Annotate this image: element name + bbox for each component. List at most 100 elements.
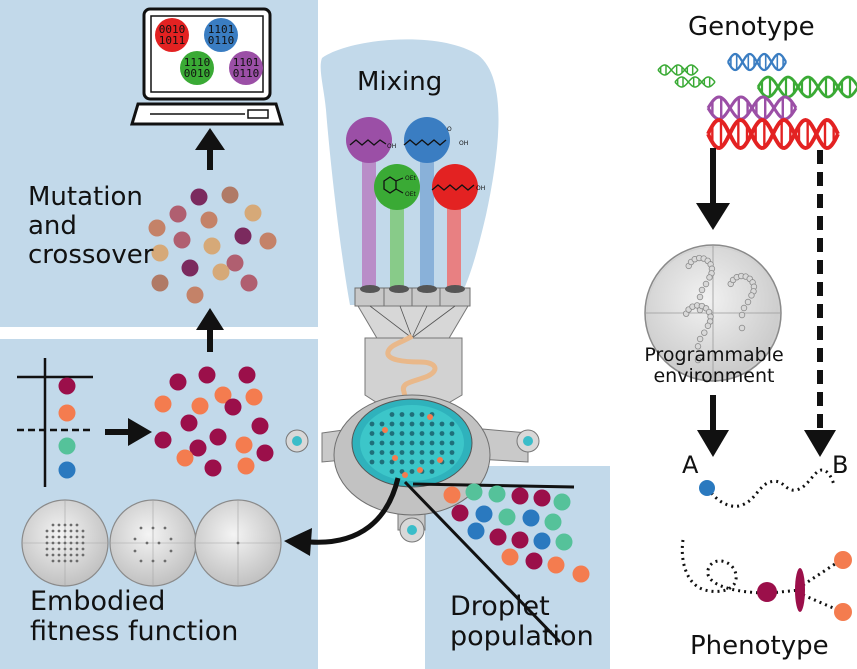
plate-well <box>63 535 67 539</box>
right-arrow-droplets <box>128 418 152 446</box>
dish-well <box>429 459 435 465</box>
plate-well <box>45 529 49 533</box>
plate-well <box>63 523 67 527</box>
dna-strand <box>657 64 699 76</box>
bit-circle-red <box>155 18 189 52</box>
population-droplet <box>533 489 551 507</box>
fitness-title: Embodied fitness function <box>30 586 239 648</box>
molecule-green <box>374 164 420 210</box>
mutated-droplet <box>212 263 230 281</box>
dish-well <box>419 440 425 446</box>
plate-well <box>151 526 155 530</box>
question-dot <box>696 335 704 343</box>
plate-well <box>81 535 85 539</box>
genotype-title: Genotype <box>688 12 815 42</box>
question-dot <box>694 356 702 364</box>
dish-well <box>379 421 385 427</box>
dish-well <box>409 469 415 474</box>
mutated-droplet <box>186 286 204 304</box>
population-droplet <box>555 533 573 551</box>
mol-label-6: OH <box>476 185 485 192</box>
mutated-droplet <box>234 227 252 245</box>
plate-well <box>69 553 73 557</box>
sorted-droplet <box>251 417 269 435</box>
sorted-droplet <box>191 397 209 415</box>
mutated-droplet <box>221 186 239 204</box>
plate-well <box>75 559 79 563</box>
chain-purple <box>349 139 387 146</box>
question-dot <box>738 311 746 319</box>
label-b: B <box>832 451 849 479</box>
ranked-droplet <box>58 437 76 455</box>
robot-device <box>285 285 540 543</box>
plate-well <box>163 526 167 530</box>
label-a: A <box>682 451 699 479</box>
chain-blue <box>403 139 447 146</box>
dish-well <box>369 459 375 465</box>
plate-well <box>133 537 137 541</box>
question-dot <box>694 343 702 350</box>
population-droplet <box>488 485 506 503</box>
question-dot <box>740 304 748 312</box>
plate-well <box>51 559 55 563</box>
population-droplet <box>544 513 562 531</box>
fitness-plates <box>21 499 282 587</box>
mol-label-4: OEt <box>405 175 417 182</box>
mol-label-2: O <box>447 126 452 133</box>
dish-well <box>379 450 385 455</box>
sorted-droplet <box>154 395 172 413</box>
plate-well <box>57 529 61 533</box>
phenotype-title: Phenotype <box>690 631 829 661</box>
dish-well <box>389 440 395 446</box>
mutated-droplet <box>259 232 277 250</box>
plate-well <box>75 547 79 551</box>
sorted-droplet <box>237 457 255 475</box>
plate-well <box>169 537 173 541</box>
plate-well <box>75 553 79 557</box>
mutated-droplet <box>169 205 187 223</box>
sorted-droplet <box>224 398 242 416</box>
sorted-droplet <box>256 444 274 462</box>
plate-well <box>69 547 73 551</box>
plate-well <box>57 547 61 551</box>
dish-well <box>389 412 395 417</box>
plate-well <box>57 523 61 527</box>
plate-well <box>63 547 67 551</box>
dish-droplet <box>437 457 443 463</box>
dish-well <box>449 440 455 446</box>
dish-well <box>379 440 385 446</box>
plate-well <box>157 541 161 545</box>
dna-strand <box>674 76 716 88</box>
bit-string-1: 1011 <box>159 34 186 47</box>
dish-well <box>369 421 375 427</box>
dish-droplet <box>402 472 408 478</box>
dna-strand <box>727 52 787 72</box>
molecule-red <box>432 164 478 210</box>
dish-droplet <box>417 467 423 473</box>
mol-label-5: OEt <box>405 191 417 198</box>
plate-well <box>81 553 85 557</box>
dish-well <box>389 469 395 474</box>
sorted-droplet <box>204 459 222 477</box>
question-dot <box>738 324 746 332</box>
mutated-droplet <box>148 219 166 237</box>
chain-red <box>431 184 475 191</box>
mutation-crossover-title: Mutation and crossover <box>28 182 154 271</box>
sorted-droplet <box>176 449 194 467</box>
dish-wells <box>369 412 455 478</box>
plate-well <box>45 547 49 551</box>
dish-well <box>389 421 395 427</box>
dish-well <box>439 440 445 446</box>
population-droplet <box>501 548 519 566</box>
dish-well <box>439 450 445 455</box>
mutated-droplet <box>244 204 262 222</box>
bit-string-3: 1110 <box>184 56 211 69</box>
ranked-droplet <box>58 461 76 479</box>
plate-well <box>69 541 73 545</box>
bit-string-2: 0110 <box>208 34 235 47</box>
plate-well <box>63 553 67 557</box>
dish-well <box>429 450 435 455</box>
population-droplet <box>489 528 507 546</box>
mutated-droplet <box>200 211 218 229</box>
dish-well <box>399 431 405 436</box>
